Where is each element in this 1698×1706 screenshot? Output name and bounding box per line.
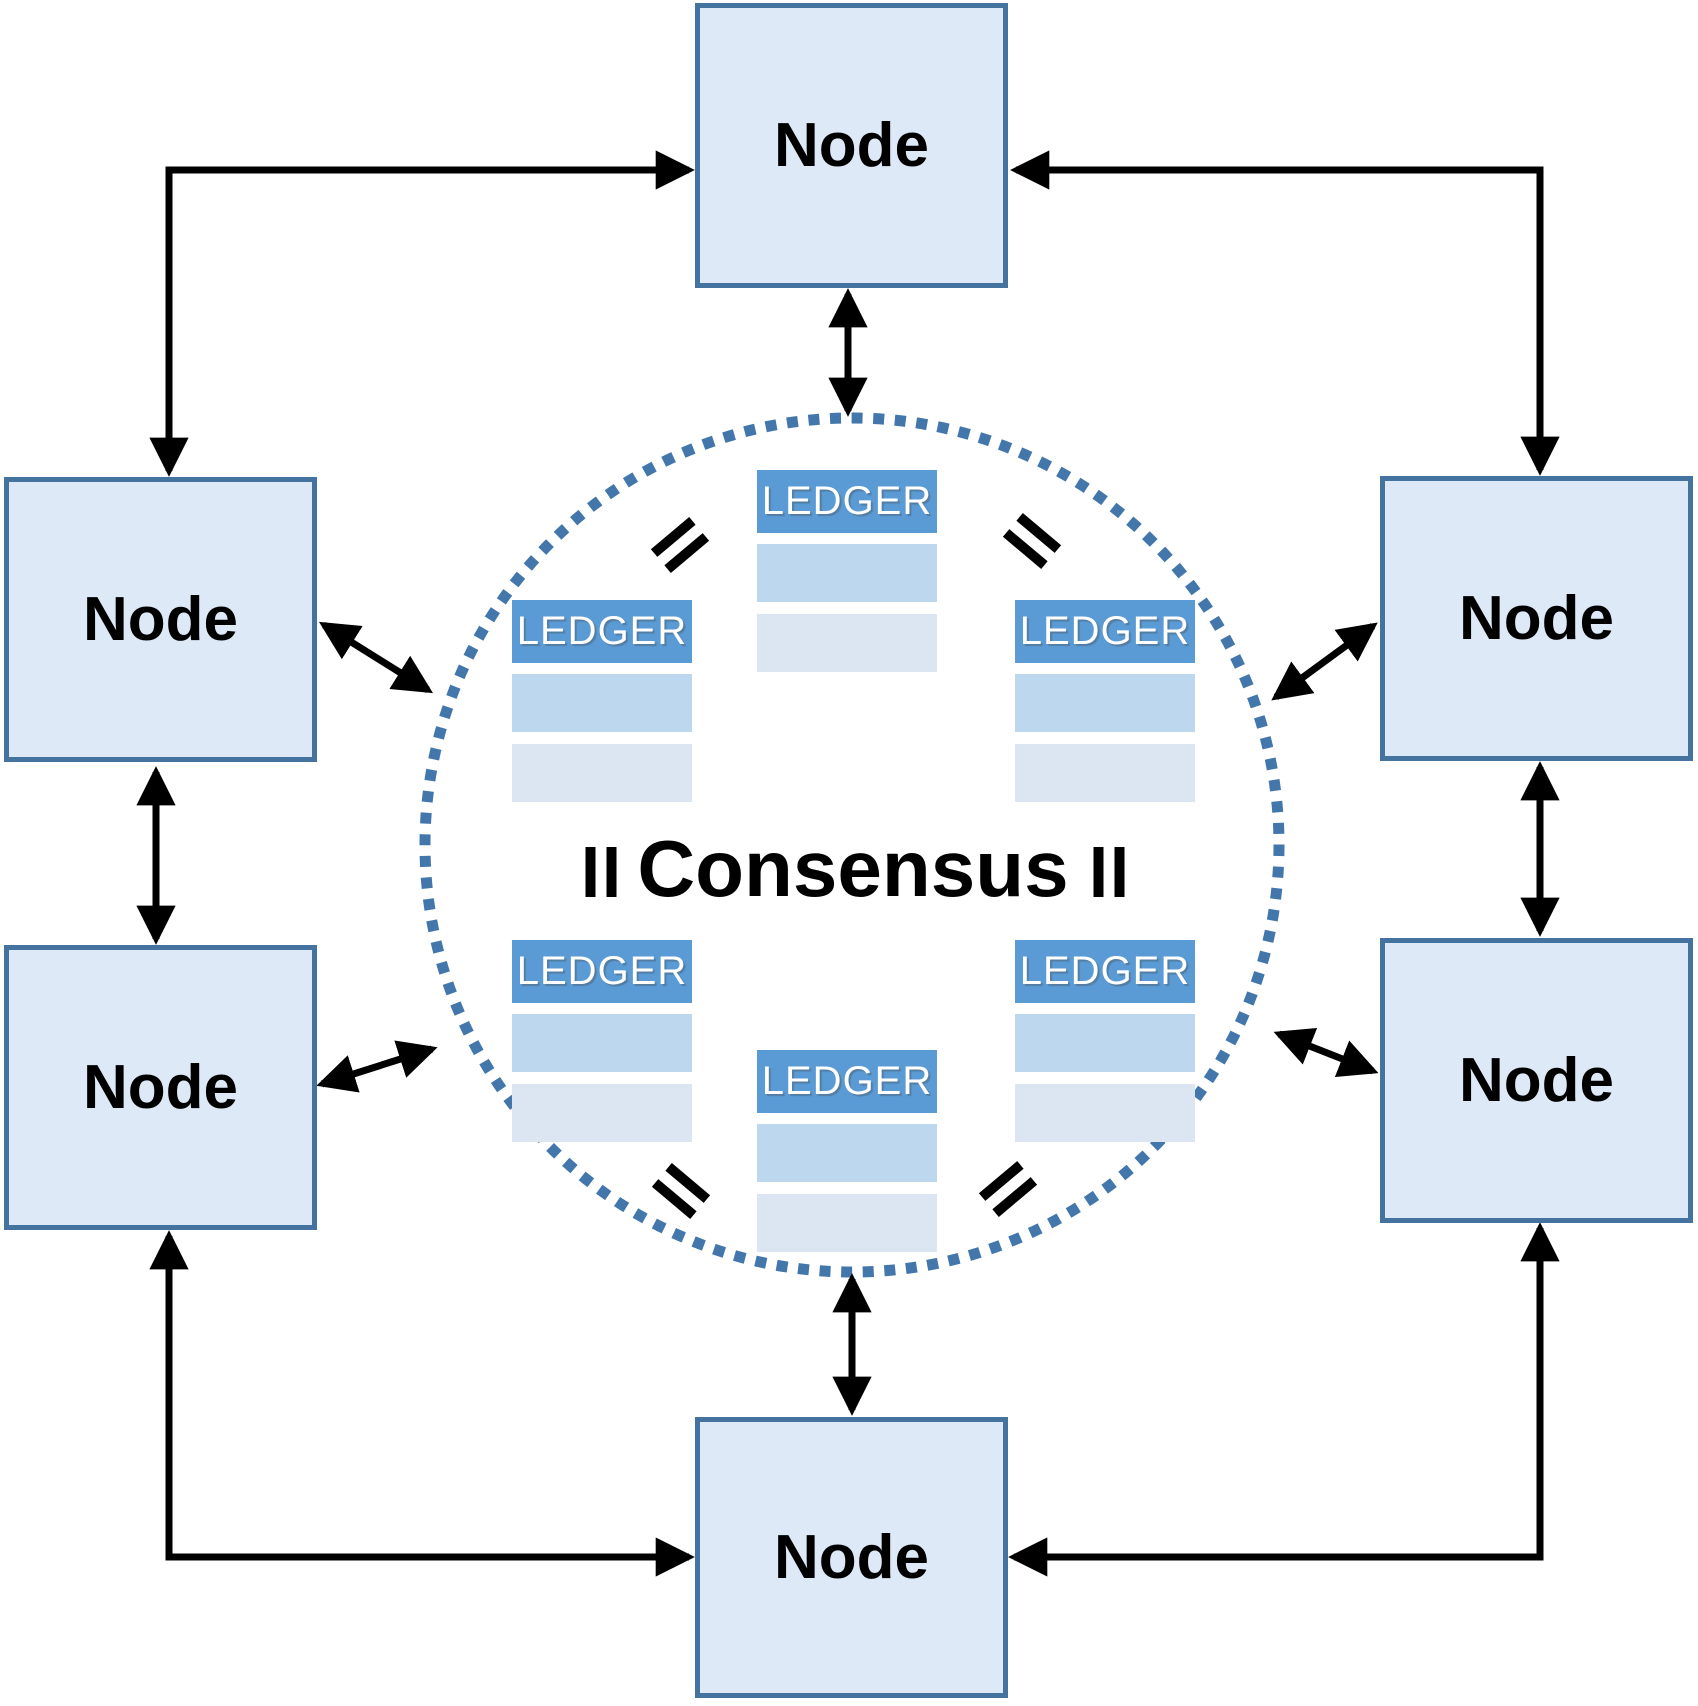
connector-left-lower-node-circle (316, 1040, 438, 1093)
ledger-header: LEDGER (1015, 600, 1195, 663)
ledger-row (512, 674, 692, 732)
node-label: Node (1459, 584, 1614, 653)
node-label: Node (774, 1523, 929, 1592)
connector-top-right-l (1010, 150, 1560, 476)
ledger-header: LEDGER (512, 600, 692, 663)
ledger-row (757, 1124, 937, 1182)
ledger-block-bottom: LEDGER (757, 1050, 937, 1252)
ledger-row (1015, 1014, 1195, 1072)
connector-bottom-right-l (1008, 1222, 1560, 1577)
ledger-header: LEDGER (757, 470, 937, 533)
node-box-left-lower: Node (4, 945, 317, 1230)
ledger-block-lower-left: LEDGER (512, 940, 692, 1142)
ledger-row (1015, 674, 1195, 732)
equals-icon (1093, 847, 1125, 897)
ledger-row (512, 1084, 692, 1142)
ledger-block-upper-left: LEDGER (512, 600, 692, 802)
ledger-header: LEDGER (512, 940, 692, 1003)
node-label: Node (83, 585, 238, 654)
node-box-left-upper: Node (4, 477, 317, 762)
consensus-label: Consensus (637, 824, 1069, 913)
ledger-row (1015, 1084, 1195, 1142)
ledger-header: LEDGER (757, 1050, 937, 1113)
node-box-right-upper: Node (1380, 476, 1693, 761)
ledger-header: LEDGER (1015, 940, 1195, 1003)
node-label: Node (1459, 1046, 1614, 1115)
ledger-row (757, 614, 937, 672)
ledger-row (757, 544, 937, 602)
connector-bottom-left-l (149, 1230, 695, 1577)
node-label: Node (83, 1053, 238, 1122)
node-label: Node (774, 111, 929, 180)
equals-icon (585, 847, 617, 897)
ledger-row (512, 1014, 692, 1072)
connector-left-upper-node-circle (319, 621, 433, 694)
ledger-row (512, 744, 692, 802)
connector-right-upper-node-circle (1271, 622, 1378, 701)
ledger-block-upper-right: LEDGER (1015, 600, 1195, 802)
node-box-bottom: Node (695, 1417, 1008, 1698)
ledger-row (757, 1194, 937, 1252)
ledger-block-top: LEDGER (757, 470, 937, 672)
node-box-right-lower: Node (1380, 938, 1693, 1223)
ledger-row (1015, 744, 1195, 802)
consensus-boundary-circle (419, 412, 1285, 1278)
connector-right-lower-node-circle (1273, 1027, 1379, 1078)
ledger-block-lower-right: LEDGER (1015, 940, 1195, 1142)
node-box-top: Node (695, 3, 1008, 288)
connector-top-left-l (149, 150, 695, 477)
